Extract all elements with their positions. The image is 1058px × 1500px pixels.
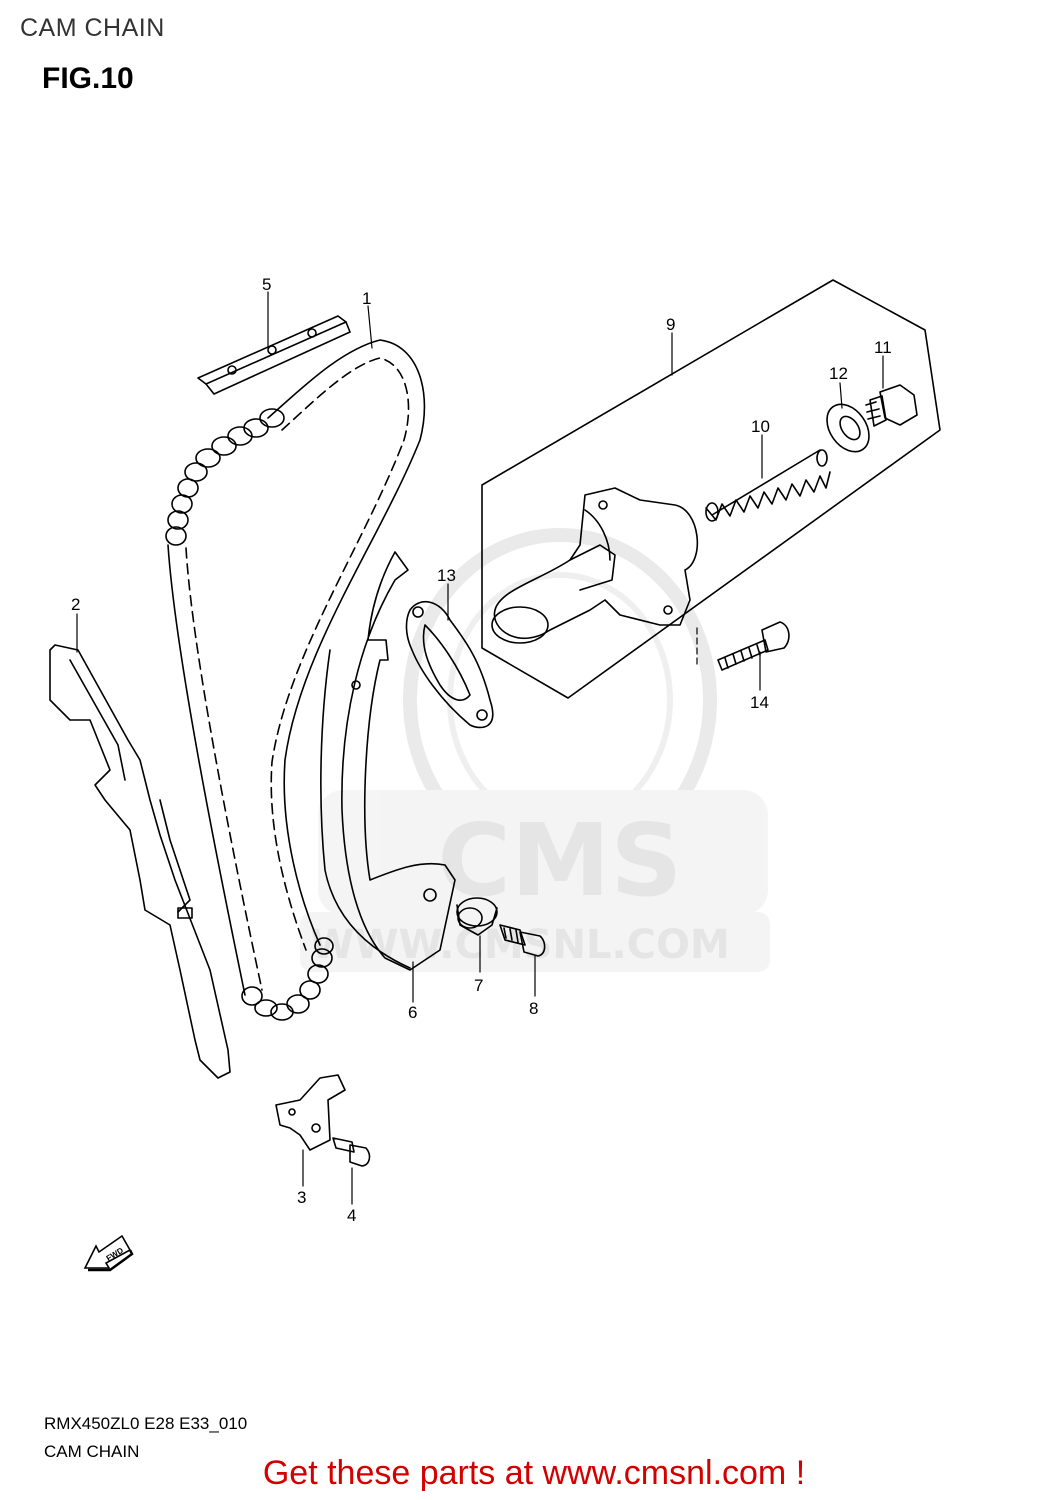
callout-14: 14 [750,693,769,712]
callout-8: 8 [529,999,538,1018]
shop-link-banner[interactable]: Get these parts at www.cmsnl.com ! [262,1454,806,1492]
diagram-name: CAM CHAIN [44,1442,140,1461]
leader-lines [76,291,884,1205]
part-2-chain-guide [49,644,231,1079]
callout-11: 11 [874,338,892,357]
page-header-title: CAM CHAIN [20,14,165,42]
callout-numbers: 1 2 3 4 5 6 7 8 9 10 11 12 13 14 [71,275,892,1225]
fwd-arrow-icon: FWD [83,1234,134,1272]
part-13-gasket [405,600,494,729]
callout-2: 2 [71,595,80,614]
callout-3: 3 [297,1188,306,1207]
part-5-guide-plate [197,315,351,395]
part-6-tensioner-arm [320,551,456,971]
callout-13: 13 [437,566,456,585]
callout-7: 7 [474,976,483,995]
callout-9: 9 [666,315,675,334]
callout-4: 4 [347,1206,356,1225]
part-10-spring [705,449,831,522]
callout-5: 5 [262,275,271,294]
callout-12: 12 [829,364,848,383]
callout-6: 6 [408,1003,417,1022]
figure-number: FIG.10 [42,62,134,95]
parts-diagram: CMS WWW.CMSNL.COM [49,275,941,1272]
watermark-brand: CMS [438,802,683,919]
part-8-bolt [499,924,546,957]
part-11-cap-bolt [865,384,918,427]
part-1-cam-chain [165,339,426,1021]
part-7-bushing [456,897,498,936]
part-9-tensioner-assembly [481,279,941,699]
callout-1: 1 [362,289,371,308]
diagram-code: RMX450ZL0 E28 E33_010 [44,1414,248,1433]
part-4-bolt [332,1137,371,1167]
part-12-washer [826,403,870,453]
watermark-logo: CMS WWW.CMSNL.COM [300,528,770,972]
watermark-site: WWW.CMSNL.COM [310,922,730,968]
part-3-bracket [275,1074,346,1151]
callout-10: 10 [751,417,770,436]
part-14-bolt [717,621,790,671]
